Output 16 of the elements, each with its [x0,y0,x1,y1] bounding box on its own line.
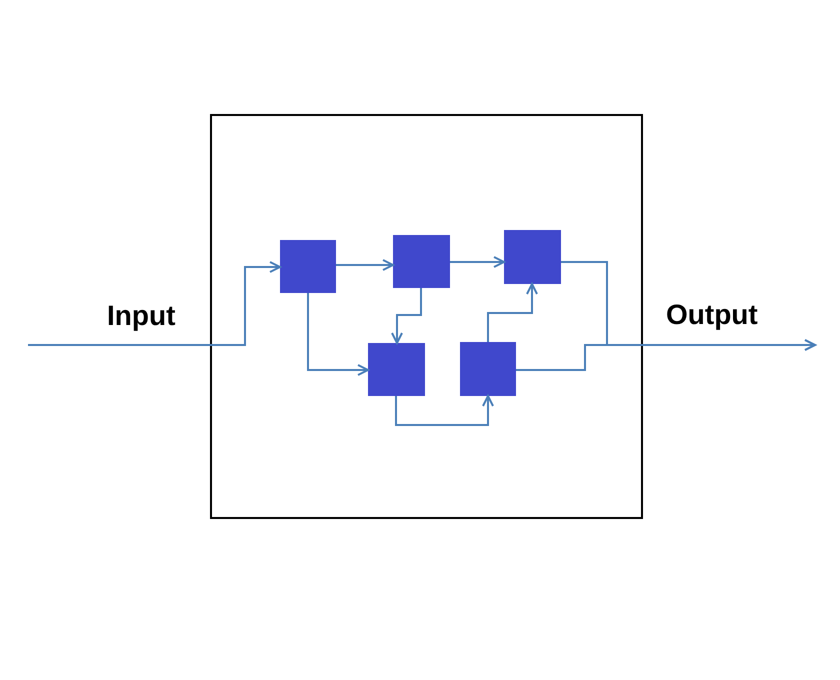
arrow [28,261,281,346]
port-label: Input [107,300,176,332]
process-block [393,235,450,288]
arrow [336,259,394,271]
process-block [504,230,561,284]
arrow [450,256,505,268]
arrow [516,339,816,371]
process-block [280,240,336,293]
process-block [460,342,516,396]
arrow [391,288,422,344]
system-boundary-box [210,114,643,519]
process-block [368,343,425,396]
arrow [487,283,538,342]
arrow [307,293,369,376]
port-label: Output [666,299,758,331]
arrow [395,395,494,426]
